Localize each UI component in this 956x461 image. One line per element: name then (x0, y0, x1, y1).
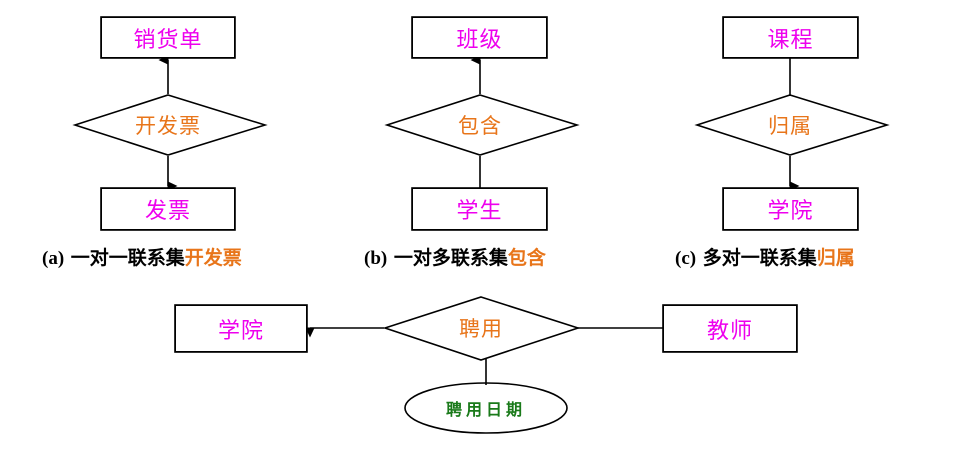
entity-label-kecheng[interactable]: 课程 (723, 17, 858, 58)
relationship-label-kaifapiao[interactable]: 开发票 (135, 114, 201, 138)
caption-figure-b: (b) 一对多联系集包含 (364, 243, 546, 270)
attribute-label-pinyongriqi[interactable]: 聘用日期 (445, 400, 526, 419)
entity-label-xueyuan-d[interactable]: 学院 (175, 305, 307, 352)
caption-b-highlight: 包含 (507, 247, 546, 269)
relationship-diamond-pinyong[interactable] (382, 296, 581, 361)
relationship-diamond-kaifapiao[interactable] (72, 94, 268, 156)
entity-label-fapiao[interactable]: 发票 (101, 188, 235, 230)
caption-c-highlight: 归属 (816, 247, 855, 269)
entity-label-xuesheng[interactable]: 学生 (412, 188, 547, 230)
caption-b-prefix: (b) (364, 248, 388, 269)
caption-a-text: 一对一联系集 (70, 247, 185, 269)
relationship-label-baohan[interactable]: 包含 (458, 114, 502, 138)
caption-a-prefix: (a) (42, 248, 65, 269)
entity-label-banji[interactable]: 班级 (412, 17, 547, 58)
entity-label-xiaohuodan[interactable]: 销货单 (101, 17, 235, 58)
caption-c-prefix: (c) (675, 248, 697, 269)
relationship-label-pinyong[interactable]: 聘用 (459, 317, 503, 341)
caption-a-highlight: 开发票 (184, 247, 242, 269)
caption-c-text: 多对一联系集 (702, 247, 817, 269)
entity-label-xueyuan-c[interactable]: 学院 (723, 188, 858, 230)
caption-b-text: 一对多联系集 (393, 247, 508, 269)
relationship-label-guishu[interactable]: 归属 (768, 114, 812, 138)
relationship-diamond-baohan[interactable] (384, 94, 580, 156)
relationship-diamond-guishu[interactable] (694, 94, 890, 156)
caption-figure-a: (a) 一对一联系集开发票 (42, 243, 242, 270)
caption-figure-c: (c) 多对一联系集归属 (675, 243, 855, 270)
entity-label-jiaoshi[interactable]: 教师 (663, 305, 797, 352)
